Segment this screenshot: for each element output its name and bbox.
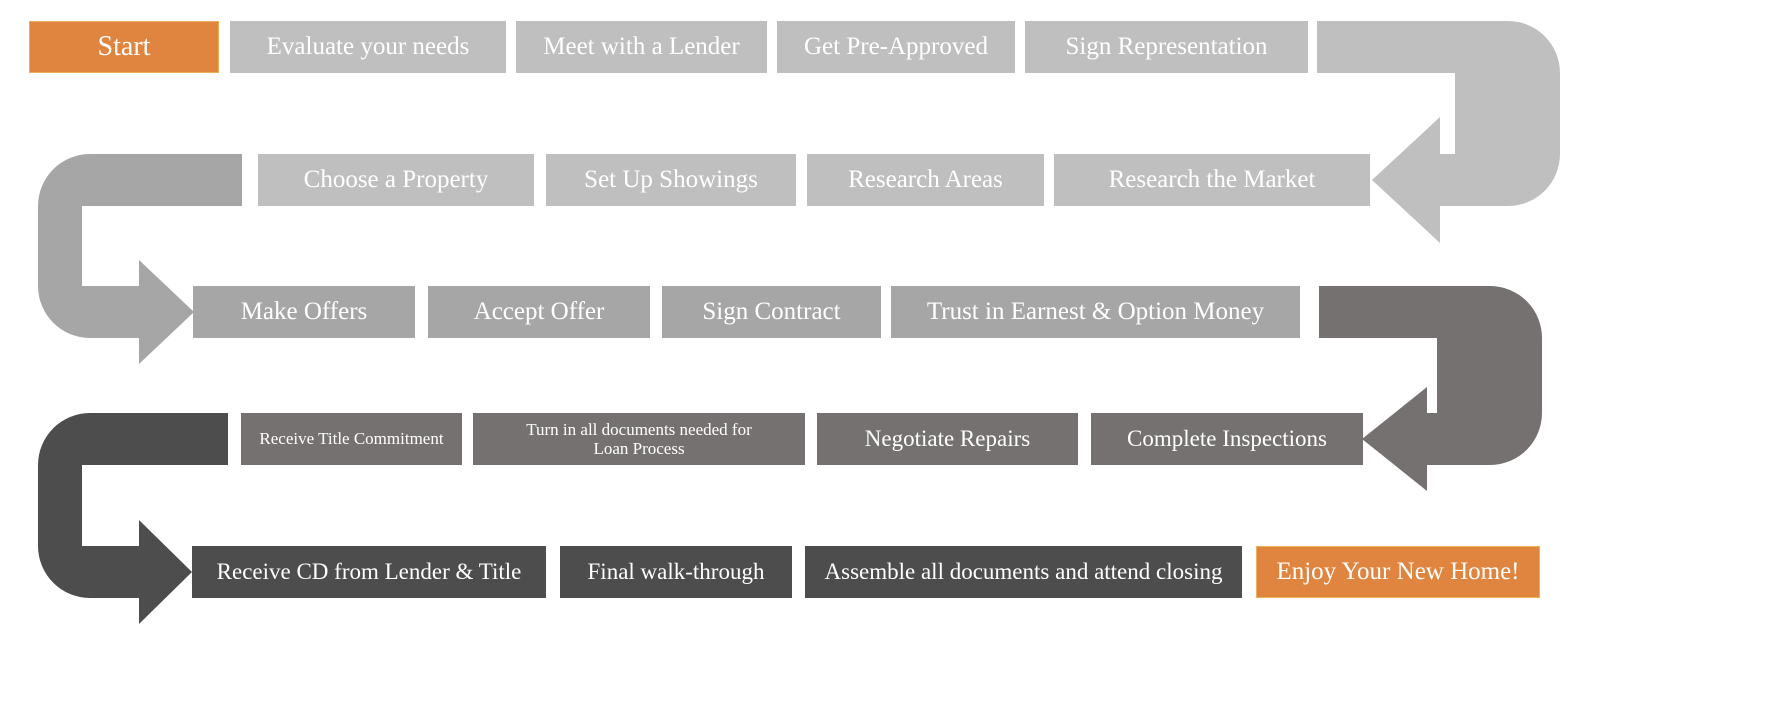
step-box-sign-representation[interactable]: Sign Representation <box>1025 21 1308 73</box>
step-box-enjoy-your-new-home[interactable]: Enjoy Your New Home! <box>1256 546 1540 598</box>
step-box-accept-offer[interactable]: Accept Offer <box>428 286 650 338</box>
step-box-get-pre-approved[interactable]: Get Pre-Approved <box>777 21 1015 73</box>
step-box-research-the-market[interactable]: Research the Market <box>1054 154 1370 206</box>
step-box-receive-cd-from-lender-title[interactable]: Receive CD from Lender & Title <box>192 546 546 598</box>
step-box-research-areas[interactable]: Research Areas <box>807 154 1044 206</box>
step-box-start[interactable]: Start <box>29 21 219 73</box>
step-box-set-up-showings[interactable]: Set Up Showings <box>546 154 796 206</box>
step-box-meet-with-a-lender[interactable]: Meet with a Lender <box>516 21 767 73</box>
step-box-evaluate-your-needs[interactable]: Evaluate your needs <box>230 21 506 73</box>
step-box-trust-in-earnest-option-money[interactable]: Trust in Earnest & Option Money <box>891 286 1300 338</box>
step-box-make-offers[interactable]: Make Offers <box>193 286 415 338</box>
step-box-turn-in-all-documents-needed-for-loan-process[interactable]: Turn in all documents needed for Loan Pr… <box>473 413 805 465</box>
step-box-negotiate-repairs[interactable]: Negotiate Repairs <box>817 413 1078 465</box>
step-box-complete-inspections[interactable]: Complete Inspections <box>1091 413 1363 465</box>
step-box-choose-a-property[interactable]: Choose a Property <box>258 154 534 206</box>
step-box-sign-contract[interactable]: Sign Contract <box>662 286 881 338</box>
connector-row1-to-row2 <box>1317 21 1560 243</box>
step-box-assemble-all-documents-and-attend-closing[interactable]: Assemble all documents and attend closin… <box>805 546 1242 598</box>
step-box-final-walk-through[interactable]: Final walk-through <box>560 546 792 598</box>
step-box-receive-title-commitment[interactable]: Receive Title Commitment <box>241 413 462 465</box>
